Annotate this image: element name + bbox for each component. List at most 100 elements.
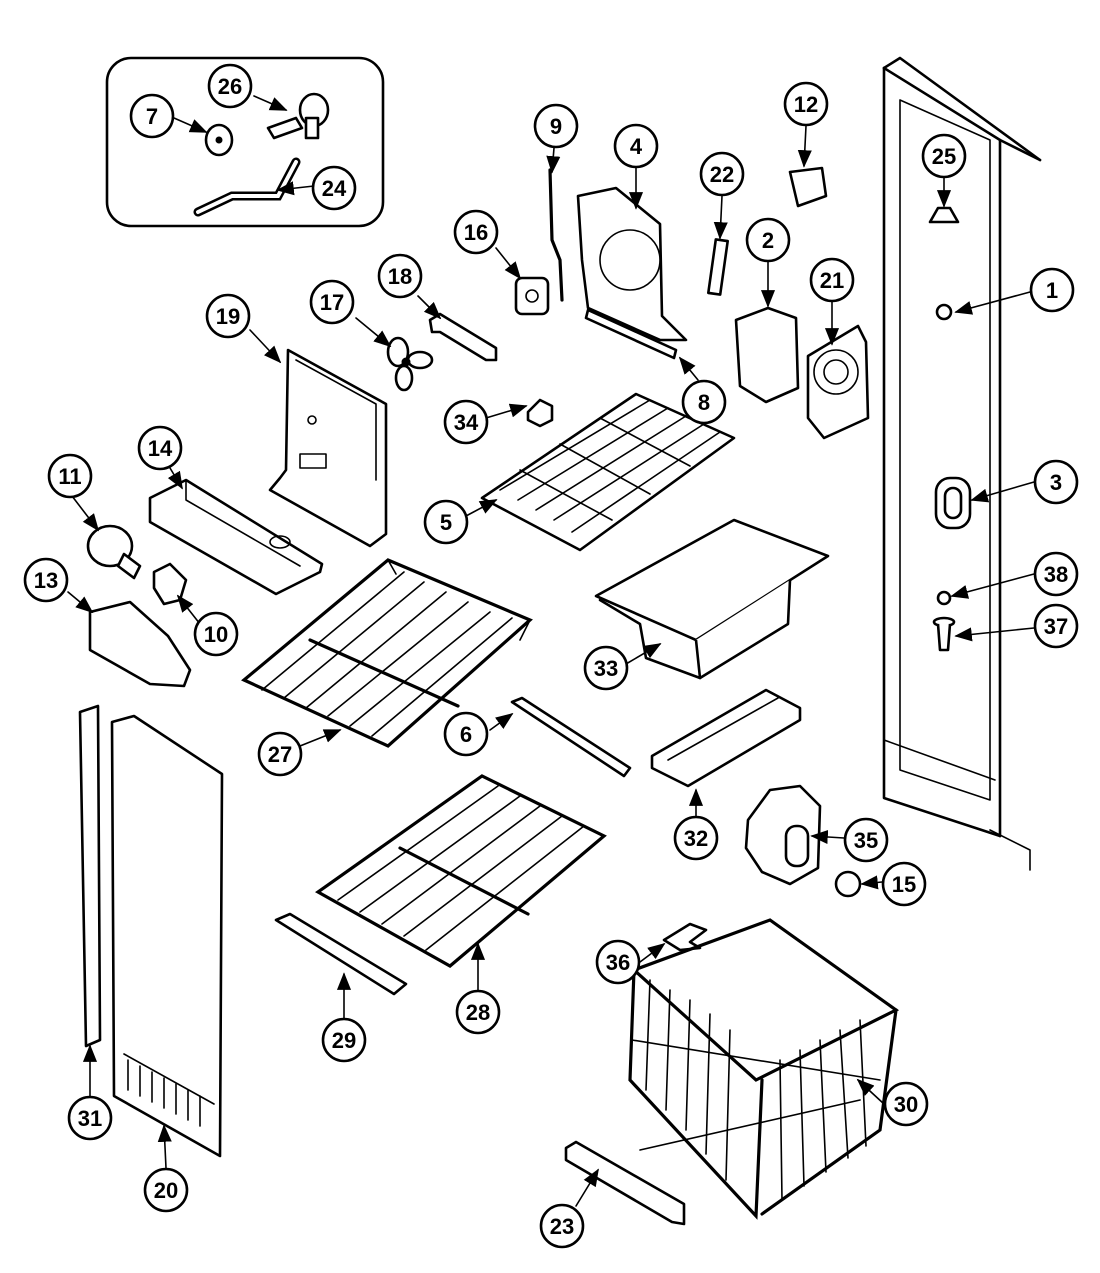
shelf-trim-part-6: [510, 696, 632, 778]
svg-text:31: 31: [78, 1106, 102, 1131]
callout-1: 1: [1029, 267, 1075, 313]
wire-shelf-part-28: [315, 774, 607, 968]
svg-text:24: 24: [322, 176, 347, 201]
callout-16: 16: [453, 209, 499, 255]
svg-text:8: 8: [698, 390, 710, 415]
callout-23: 23: [539, 1203, 585, 1249]
light-bulb-part-11: [86, 524, 142, 580]
rear-panel-part-20: [110, 714, 224, 1158]
svg-text:34: 34: [454, 410, 479, 435]
callout-12: 12: [783, 81, 829, 127]
svg-text:16: 16: [464, 220, 488, 245]
callout-27: 27: [257, 731, 303, 777]
fitting-part-26: [266, 92, 330, 140]
screw-part-38: [936, 590, 952, 606]
svg-text:36: 36: [606, 950, 630, 975]
svg-text:20: 20: [154, 1178, 178, 1203]
callout-31: 31: [67, 1095, 113, 1141]
callout-37: 37: [1033, 603, 1079, 649]
callout-32: 32: [673, 815, 719, 861]
clip-part-36: [662, 922, 708, 952]
callout-38: 38: [1033, 551, 1079, 597]
callout-19: 19: [205, 293, 251, 339]
strip-part-22: [707, 238, 729, 296]
svg-text:7: 7: [146, 104, 158, 129]
light-cover-part-13: [88, 600, 192, 688]
washer-part-7: [204, 123, 234, 157]
cabinet-liner: [882, 56, 1042, 871]
fan-blade-part-17: [386, 336, 434, 392]
dispenser-cover-part-35: [744, 784, 822, 886]
callout-28: 28: [455, 989, 501, 1035]
svg-text:19: 19: [216, 304, 240, 329]
freezer-basket-part-30: [628, 918, 900, 1220]
callout-22: 22: [699, 151, 745, 197]
svg-text:37: 37: [1044, 614, 1068, 639]
callout-6: 6: [443, 711, 489, 757]
callout-9: 9: [533, 103, 579, 149]
motor-part-16: [514, 276, 550, 316]
leader-arrows: [67, 95, 1035, 1207]
clip-part-34: [526, 398, 554, 428]
callout-29: 29: [321, 1017, 367, 1063]
svg-text:9: 9: [550, 114, 562, 139]
svg-text:27: 27: [268, 742, 292, 767]
callout-21: 21: [809, 257, 855, 303]
svg-text:10: 10: [204, 622, 228, 647]
callout-35: 35: [843, 817, 889, 863]
ice-tray-part-32: [650, 688, 802, 788]
svg-text:22: 22: [710, 162, 734, 187]
bushing-part-15: [834, 870, 862, 898]
rod-part-9: [548, 168, 564, 302]
strip-part-8: [584, 308, 678, 360]
svg-text:25: 25: [932, 144, 956, 169]
callout-11: 11: [47, 453, 93, 499]
callout-5: 5: [423, 499, 469, 545]
grommet-part-3: [934, 476, 972, 530]
svg-text:3: 3: [1050, 470, 1062, 495]
inset-box: [105, 56, 385, 228]
svg-text:2: 2: [762, 228, 774, 253]
svg-text:14: 14: [148, 436, 173, 461]
callout-4: 4: [613, 123, 659, 169]
callout-30: 30: [883, 1081, 929, 1127]
callout-13: 13: [23, 557, 69, 603]
svg-text:30: 30: [894, 1092, 918, 1117]
callout-25: 25: [921, 133, 967, 179]
wire-shelf-part-27: [241, 558, 533, 748]
callout-8: 8: [681, 379, 727, 425]
ice-bin-part-33: [594, 518, 830, 680]
callout-26: 26: [207, 63, 253, 109]
callout-18: 18: [377, 253, 423, 299]
svg-text:6: 6: [460, 722, 472, 747]
svg-text:18: 18: [388, 264, 412, 289]
svg-text:35: 35: [854, 828, 878, 853]
svg-text:15: 15: [892, 872, 916, 897]
callout-34: 34: [443, 399, 489, 445]
svg-text:33: 33: [594, 656, 618, 681]
svg-text:29: 29: [332, 1028, 356, 1053]
callout-10: 10: [193, 611, 239, 657]
svg-text:5: 5: [440, 510, 452, 535]
svg-text:38: 38: [1044, 562, 1068, 587]
svg-text:12: 12: [794, 92, 818, 117]
callout-3: 3: [1033, 459, 1079, 505]
ice-rack-part-5: [480, 392, 736, 552]
bracket-part-12: [788, 166, 828, 208]
callout-14: 14: [137, 425, 183, 471]
pin-part-37: [932, 616, 956, 652]
side-trim-part-31: [78, 704, 102, 1048]
svg-text:11: 11: [58, 464, 81, 489]
svg-text:23: 23: [550, 1214, 574, 1239]
callout-2: 2: [745, 217, 791, 263]
light-housing-part-14: [148, 478, 324, 596]
basket-trim-part-23: [564, 1140, 686, 1226]
callout-7: 7: [129, 93, 175, 139]
svg-text:1: 1: [1046, 278, 1058, 303]
callout-24: 24: [311, 165, 357, 211]
svg-text:32: 32: [684, 826, 708, 851]
callout-36: 36: [595, 939, 641, 985]
evaporator-cover-part-19: [268, 348, 388, 548]
housing-part-2: [734, 306, 800, 404]
